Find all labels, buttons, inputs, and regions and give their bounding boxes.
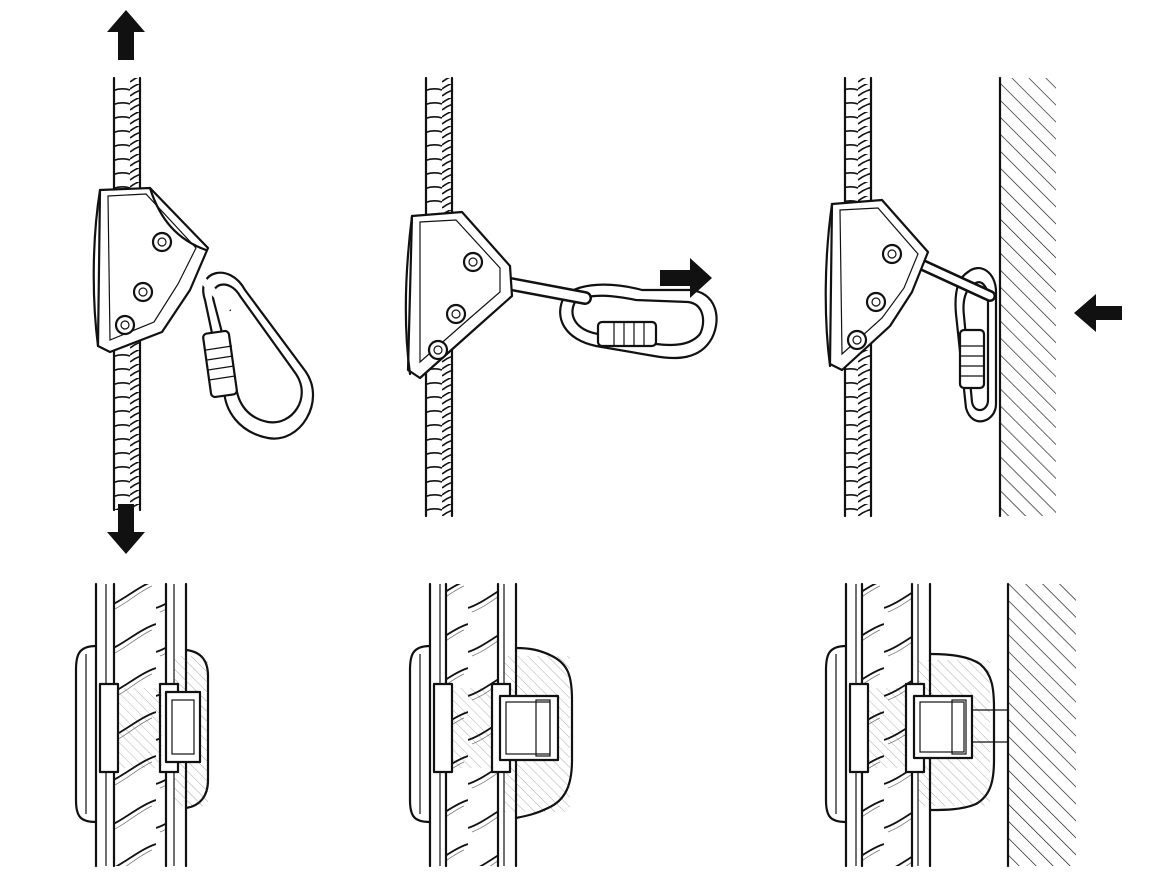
connector-link — [493, 275, 592, 305]
panel-c-device-view — [824, 76, 1122, 518]
arrow-right-icon — [660, 258, 712, 298]
panel-b-cross-section — [408, 582, 574, 868]
panel-c-cross-section — [824, 582, 1076, 868]
rope-grab-device — [92, 186, 210, 354]
carabiner — [202, 271, 315, 440]
wall — [998, 76, 1056, 518]
arrow-up-icon — [107, 10, 145, 60]
panel-a-cross-section — [74, 582, 210, 868]
rope-grab-device — [824, 198, 930, 372]
connector-link — [910, 256, 996, 302]
panel-b-device-view — [404, 76, 718, 518]
arrow-left-icon — [1074, 294, 1122, 332]
rope-grab-device — [404, 210, 514, 380]
carabiner — [559, 283, 718, 360]
arrow-down-icon — [107, 504, 145, 554]
carabiner — [954, 267, 998, 423]
panel-a-device-view — [92, 10, 315, 554]
